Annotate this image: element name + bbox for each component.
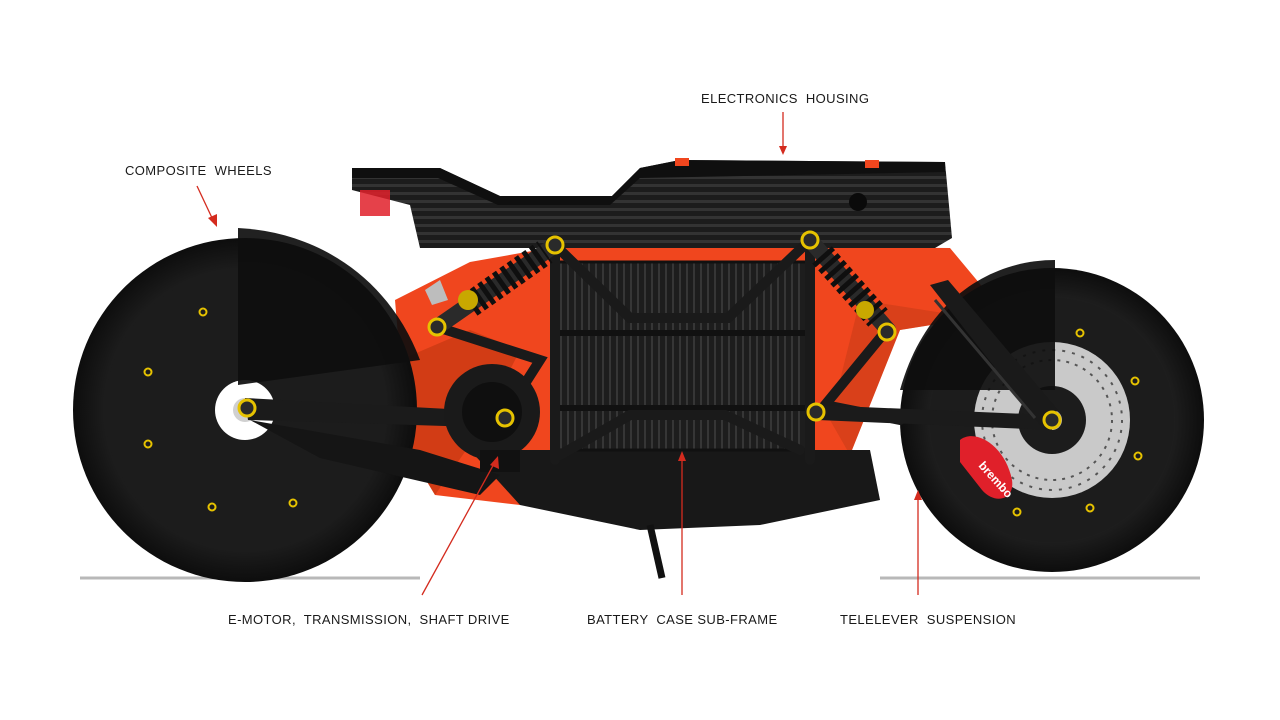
orange-body-shade-front <box>830 300 975 455</box>
rear-fender <box>238 228 420 385</box>
belly-pan <box>470 450 880 530</box>
label-battery-case-sub-frame: BATTERY CASE SUB-FRAME <box>587 612 778 627</box>
label-composite-wheels: COMPOSITE WHEELS <box>125 163 272 178</box>
rear-swingarm <box>237 398 510 495</box>
label-electronics-housing: ELECTRONICS HOUSING <box>701 91 870 106</box>
leader-lines <box>196 112 922 596</box>
label-telelever-suspension: TELELEVER SUSPENSION <box>840 612 1017 627</box>
label-e-motor-transmission-shaft-drive: E-MOTOR, TRANSMISSION, SHAFT DRIVE <box>228 612 510 627</box>
e-motor-assembly <box>444 364 540 472</box>
leader-wheels <box>196 185 214 221</box>
kickstand <box>646 524 666 579</box>
telelever-arm <box>806 280 1062 430</box>
front-shock <box>800 230 897 342</box>
ignition-knob <box>849 193 867 211</box>
tail-light <box>360 190 390 216</box>
rear-shock <box>425 235 565 337</box>
electronics-housing <box>352 158 952 248</box>
battery-case <box>553 260 815 452</box>
leader-motor <box>421 461 496 596</box>
